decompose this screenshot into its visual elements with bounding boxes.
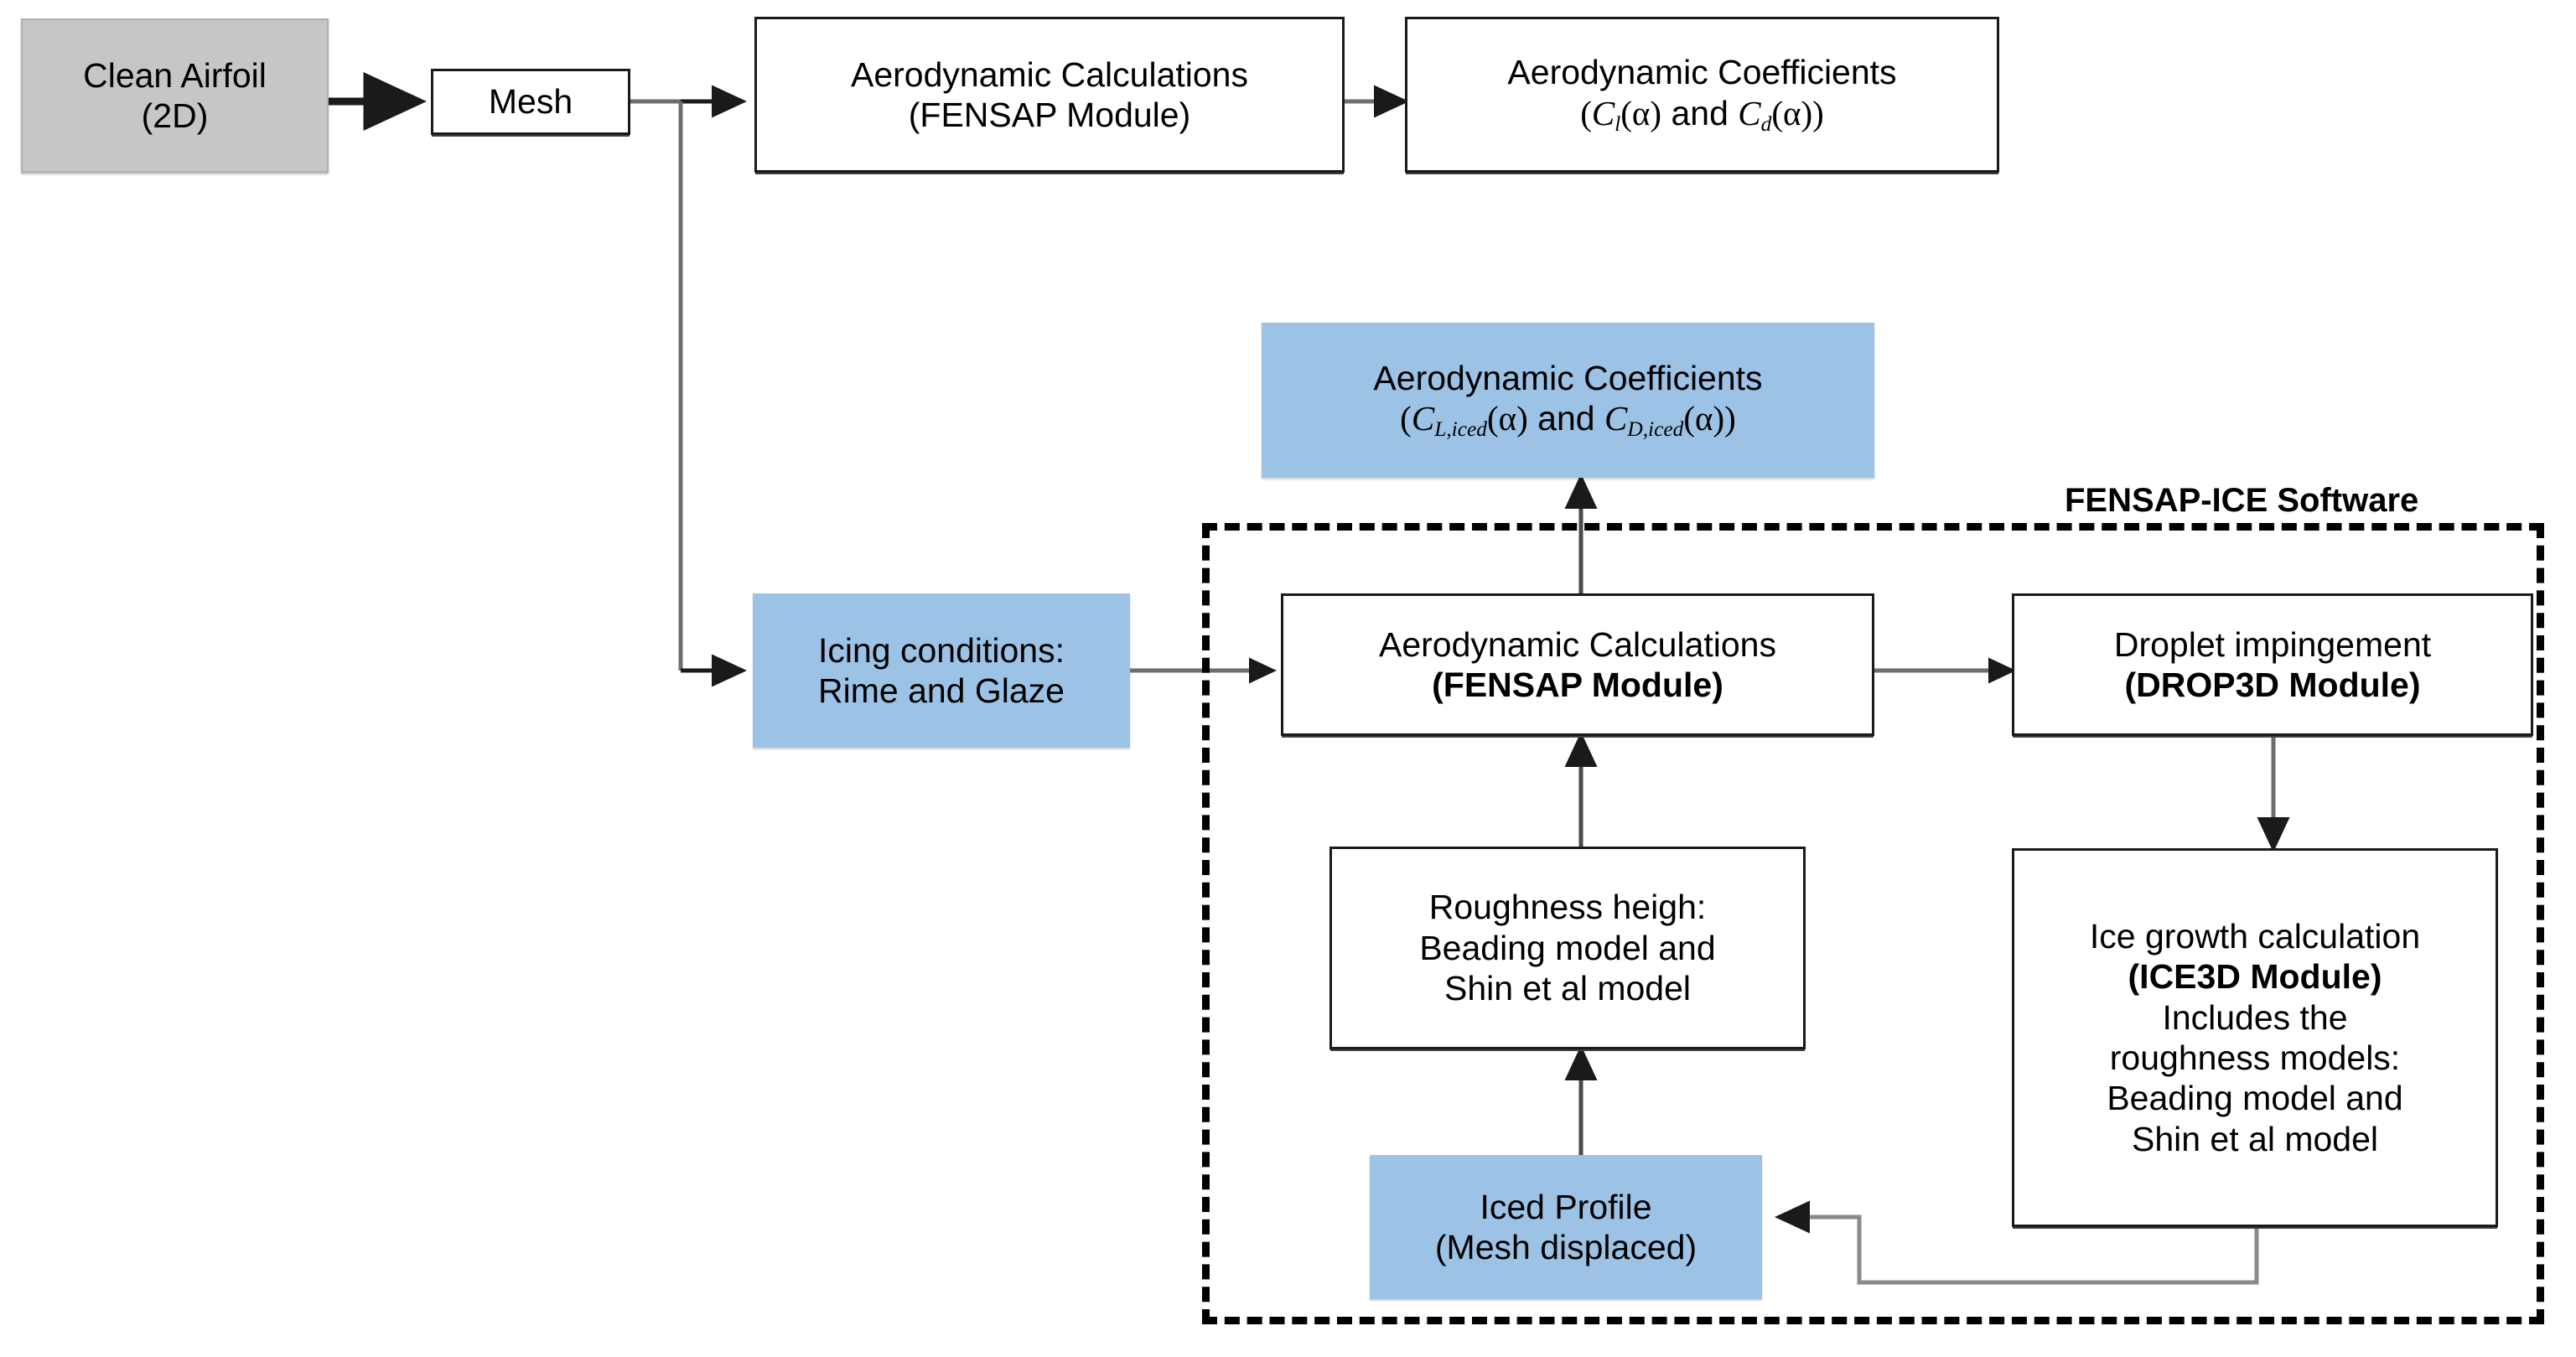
iced-profile-line2: (Mesh displaced) <box>1434 1228 1697 1266</box>
coeff-clean-mid: and <box>1661 93 1739 132</box>
ice-growth-line4: roughness models: <box>2109 1038 2401 1077</box>
roughness-height-line1: Roughness heigh: <box>1428 888 1707 927</box>
clean-airfoil-line2: (2D) <box>141 96 209 135</box>
clean-airfoil-line1: Clean Airfoil <box>83 55 267 95</box>
roughness-height-line2: Beading model and <box>1419 928 1716 967</box>
node-aero-coefficients-iced[interactable]: Aerodynamic Coefficients (CL,iced(α) and… <box>1262 323 1874 478</box>
coeff-clean-prefix: ( <box>1580 93 1592 132</box>
coeff-iced-suffix: ) <box>1724 399 1736 438</box>
coeff-iced-arg1: (α) <box>1486 399 1528 438</box>
aero-calc-iced-line2: (FENSAP Module) <box>1432 666 1723 704</box>
node-iced-profile[interactable]: Iced Profile (Mesh displaced) <box>1370 1155 1762 1299</box>
node-aero-coefficients-clean[interactable]: Aerodynamic Coefficients (Cl(α) and Cd(α… <box>1405 17 1999 173</box>
coeff-clean-suffix: ) <box>1812 93 1824 132</box>
aero-coeff-iced-formula: (CL,iced(α) and CD,iced(α)) <box>1400 398 1736 443</box>
aero-coeff-iced-line1: Aerodynamic Coefficients <box>1373 358 1763 397</box>
aero-calc-iced-line1: Aerodynamic Calculations <box>1378 624 1776 664</box>
coeff-iced-arg2: (α) <box>1683 399 1725 438</box>
ice-growth-line2: (ICE3D Module) <box>2128 957 2382 997</box>
iced-profile-line1: Iced Profile <box>1480 1187 1652 1226</box>
aero-calc-clean-line1: Aerodynamic Calculations <box>850 54 1248 94</box>
coeff-clean-sub1: l <box>1615 111 1621 136</box>
aero-coeff-clean-line1: Aerodynamic Coefficients <box>1507 53 1897 92</box>
aero-calc-clean-line2: (FENSAP Module) <box>908 96 1191 134</box>
droplet-impingement-line2: (DROP3D Module) <box>2124 666 2421 704</box>
coeff-iced-mid: and <box>1527 399 1604 438</box>
coeff-iced-sub1: L,iced <box>1434 417 1487 442</box>
node-aero-calculations-clean[interactable]: Aerodynamic Calculations (FENSAP Module) <box>754 17 1345 173</box>
coeff-iced-sub2: D,iced <box>1627 417 1684 442</box>
node-droplet-impingement[interactable]: Droplet impingement (DROP3D Module) <box>2012 593 2533 736</box>
ice-growth-line3: Includes the <box>2162 997 2348 1037</box>
ice-growth-line6: Shin et al model <box>2131 1119 2378 1158</box>
fensap-ice-software-label: FENSAP-ICE Software <box>2065 482 2419 519</box>
roughness-height-line3: Shin et al model <box>1443 969 1691 1008</box>
coeff-clean-sym1: C <box>1591 93 1615 132</box>
node-ice-growth-calculation[interactable]: Ice growth calculation (ICE3D Module) In… <box>2012 848 2498 1227</box>
mesh-label: Mesh <box>488 82 573 122</box>
coeff-iced-sym1: C <box>1411 399 1435 438</box>
node-aero-calculations-iced[interactable]: Aerodynamic Calculations (FENSAP Module) <box>1281 593 1874 736</box>
icing-conditions-line2: Rime and Glaze <box>818 671 1065 710</box>
icing-conditions-line1: Icing conditions: <box>817 630 1065 670</box>
coeff-iced-sym2: C <box>1604 399 1628 438</box>
coeff-clean-arg1: (α) <box>1620 93 1662 132</box>
ice-growth-line5: Beading model and <box>2107 1079 2403 1118</box>
aero-coeff-clean-formula: (Cl(α) and Cd(α)) <box>1580 93 1824 137</box>
node-roughness-height[interactable]: Roughness heigh: Beading model and Shin … <box>1329 847 1806 1049</box>
node-icing-conditions[interactable]: Icing conditions: Rime and Glaze <box>753 593 1130 748</box>
coeff-clean-sym2: C <box>1738 93 1761 132</box>
coeff-clean-arg2: (α) <box>1771 93 1813 132</box>
ice-growth-line1: Ice growth calculation <box>2089 916 2421 956</box>
node-mesh[interactable]: Mesh <box>431 69 630 135</box>
node-clean-airfoil[interactable]: Clean Airfoil (2D) <box>21 18 329 173</box>
droplet-impingement-line1: Droplet impingement <box>2113 624 2432 664</box>
coeff-clean-sub2: d <box>1760 111 1772 136</box>
coeff-iced-prefix: ( <box>1400 399 1412 438</box>
fensap-ice-software-group <box>1202 523 2544 1324</box>
